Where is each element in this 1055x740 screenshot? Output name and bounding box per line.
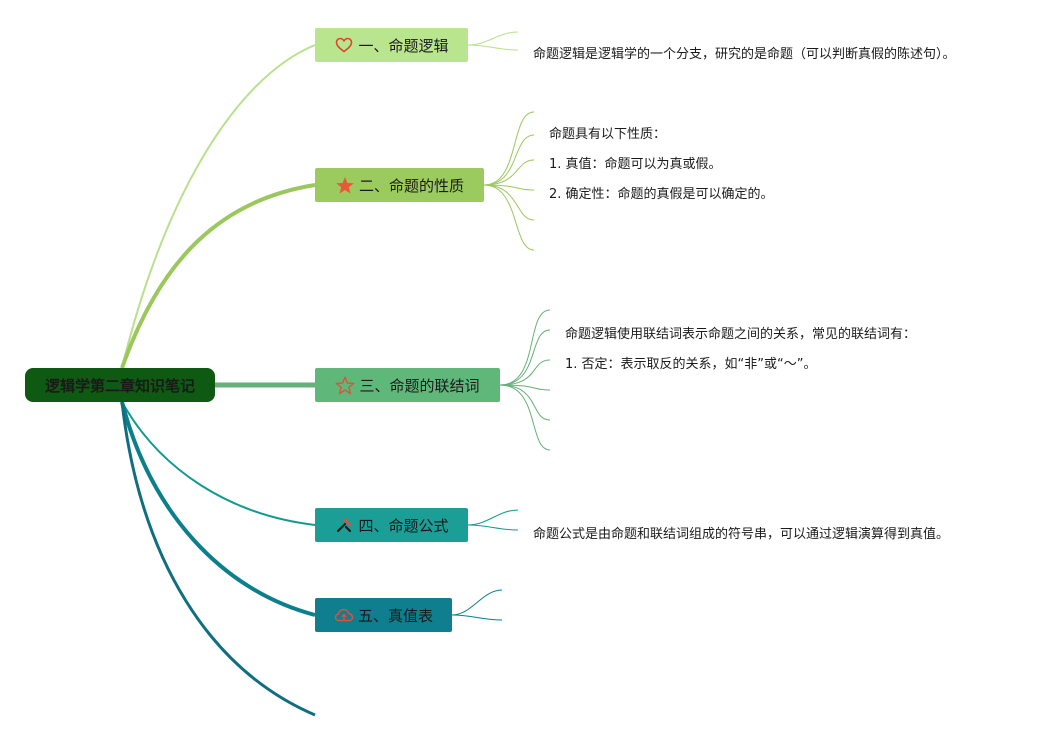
root-topic-label: 逻辑学第二章知识笔记	[44, 376, 195, 395]
star-outline-icon	[335, 375, 355, 395]
root-topic[interactable]: 逻辑学第二章知识笔记	[25, 368, 215, 402]
topic-3-label: 三、命题的联结词	[359, 376, 480, 395]
connector-root-topic4	[121, 401, 316, 526]
topic-2-label: 二、命题的性质	[358, 176, 464, 195]
topic-4-detail-1: 命题公式是由命题和联结词组成的符号串，可以通过逻辑演算得到真值。	[533, 527, 950, 542]
topic-2-detail-2: 1. 真值：命题可以为真或假。	[549, 157, 722, 172]
leaf-connectors-topic5	[451, 589, 503, 621]
topic-2-detail-3: 2. 确定性：命题的真假是可以确定的。	[549, 187, 774, 202]
leaf-connectors-topic1	[467, 31, 519, 51]
tools-icon	[334, 515, 354, 535]
topic-3-detail-1: 命题逻辑使用联结词表示命题之间的关系，常见的联结词有：	[565, 327, 917, 342]
connector-root-topic1	[121, 44, 316, 369]
topic-4-label: 四、命题公式	[358, 516, 449, 535]
topic-5-label: 五、真值表	[357, 606, 433, 625]
cloud-icon	[334, 605, 354, 625]
topic-4-formula[interactable]: 四、命题公式	[315, 508, 468, 542]
topic-1-propositional-logic[interactable]: 一、命题逻辑	[315, 28, 468, 62]
topic-3-detail-2: 1. 否定：表示取反的关系，如“非”或“～”。	[565, 357, 817, 372]
topic-2-proposition-properties[interactable]: 二、命题的性质	[315, 168, 484, 202]
topic-1-label: 一、命题逻辑	[358, 36, 449, 55]
leaf-connectors-topic2	[483, 111, 535, 251]
topic-1-detail-1: 命题逻辑是逻辑学的一个分支，研究的是命题（可以判断真假的陈述句）。	[533, 47, 956, 62]
connector-root-extra	[120, 401, 316, 717]
connector-root-topic5	[120, 401, 316, 617]
leaf-connectors-topic4	[467, 509, 519, 531]
topic-5-truth-table[interactable]: 五、真值表	[315, 598, 452, 632]
leaf-connectors-topic3	[499, 309, 551, 451]
topic-3-connectives[interactable]: 三、命题的联结词	[315, 368, 500, 402]
heart-outline-icon	[334, 35, 354, 55]
star-filled-icon	[335, 175, 355, 195]
topic-2-detail-1: 命题具有以下性质：	[549, 127, 667, 142]
connector-root-topic2	[120, 183, 316, 369]
